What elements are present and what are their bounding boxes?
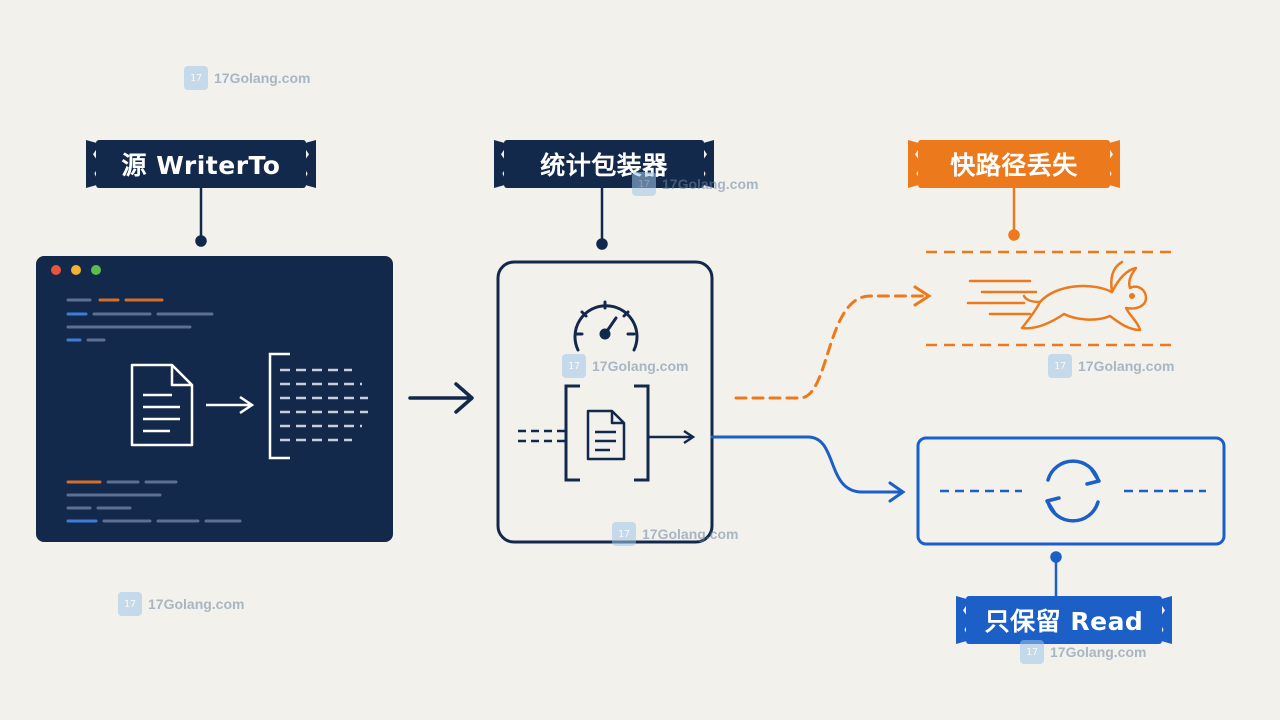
inner-bracket-frame [564,384,650,482]
fast-path-arrow [734,285,932,400]
watermark-text: 17Golang.com [214,70,311,86]
refresh-icon [1045,459,1101,523]
watermark-text: 17Golang.com [148,596,245,612]
read-box [916,436,1226,546]
watermark: 17 17Golang.com [612,522,738,546]
bracket-icon [268,352,290,460]
watermark: 17 17Golang.com [1020,640,1146,664]
label-wrapper: 统计包装器 [504,140,704,188]
watermark: 17 17Golang.com [1048,354,1174,378]
watermark: 17 17Golang.com [562,354,688,378]
watermark-logo-icon: 17 [612,522,636,546]
watermark-text: 17Golang.com [662,176,759,192]
watermark: 17 17Golang.com [118,592,244,616]
wrapper-output-arrow [648,429,696,445]
wrapper-box [496,260,714,544]
watermark-text: 17Golang.com [1050,644,1147,660]
watermark-logo-icon: 17 [1020,640,1044,664]
label-read-only: 只保留 Read [966,596,1162,644]
watermark-text: 17Golang.com [592,358,689,374]
watermark-logo-icon: 17 [1048,354,1072,378]
gauge-icon [573,300,639,352]
label-source-text: 源 WriterTo [121,151,281,180]
watermark: 17 17Golang.com [632,172,758,196]
wrapper-input-dashes [518,429,566,443]
watermark-logo-icon: 17 [562,354,586,378]
rabbit-icon [1020,260,1148,332]
orange-connector [1008,188,1020,241]
watermark-text: 17Golang.com [642,526,739,542]
label-source: 源 WriterTo [96,140,306,188]
watermark: 17 17Golang.com [184,66,310,90]
traffic-lights-icon [51,265,101,275]
watermark-logo-icon: 17 [632,172,656,196]
label-fast-path-lost: 快路径丢失 [918,140,1110,188]
fast-lane [926,250,1176,347]
stream-dashes [280,368,368,442]
watermark-text: 17Golang.com [1078,358,1175,374]
source-window [36,256,393,542]
watermark-logo-icon: 17 [118,592,142,616]
code-lines-bottom [66,480,242,523]
document-icon [130,363,194,447]
read-path-arrow [710,435,906,503]
label-fast-path-lost-text: 快路径丢失 [950,151,1078,180]
label-read-only-text: 只保留 Read [984,607,1144,636]
arrow-source-to-wrapper [408,382,474,414]
code-lines-top [66,298,214,342]
label-connectors [195,188,608,250]
blue-connector [1050,551,1062,596]
watermark-logo-icon: 17 [184,66,208,90]
speed-lines [966,279,1038,316]
wrapper-document-icon [586,409,626,461]
arrow-inner [206,395,255,415]
